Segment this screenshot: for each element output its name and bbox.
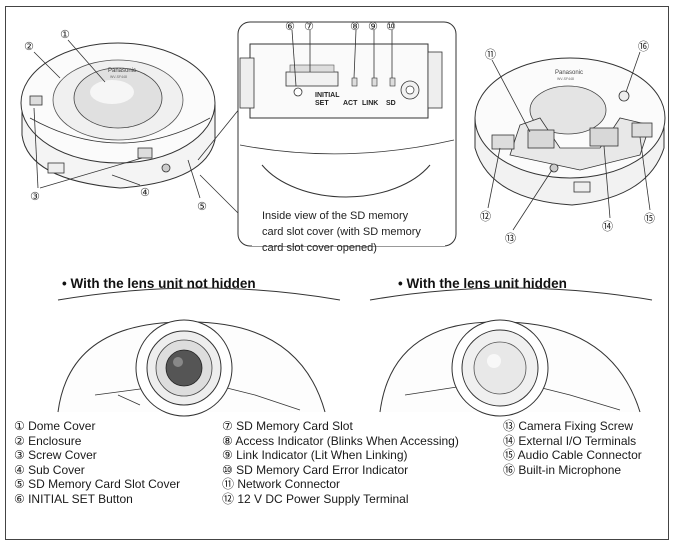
legend-column-2: ⑦ SD Memory Card Slot ⑧ Access Indicator… (222, 419, 459, 507)
legend-column-1: ① Dome Cover ② Enclosure ③ Screw Cover ④… (14, 419, 180, 507)
rear-brand-label: Panasonic (555, 70, 583, 76)
callout-8: ⑧ (350, 21, 360, 33)
callout-14: ⑭ (602, 220, 613, 233)
sd-leaders (291, 29, 393, 87)
sd-view-caption: Inside view of the SD memory card slot c… (262, 208, 421, 256)
legend-item: ③ Screw Cover (14, 448, 97, 463)
legend-item: ① Dome Cover (14, 419, 96, 433)
legend-item: ⑥ INITIAL SET Button (14, 491, 133, 506)
front-brand-label: Panasonic (108, 68, 136, 74)
heading-lens-not-hidden: • With the lens unit not hidden (62, 276, 256, 291)
callout-15: ⑮ (644, 212, 655, 225)
rear-leaders (487, 51, 651, 231)
legend-item: ⑧ Access Indicator (Blinks When Accessin… (222, 433, 459, 448)
screw-cover-right (137, 147, 153, 159)
camera-front-view: Panasonic WV-SF448 (20, 42, 241, 216)
sd-card-slot (285, 71, 339, 87)
callout-16: ⑯ (638, 40, 649, 53)
callout-7: ⑦ (304, 21, 314, 33)
rear-model-label: WV-SF448 (557, 77, 574, 81)
legend-item: ⑦ SD Memory Card Slot (222, 419, 353, 433)
caption-line-2: card slot cover (with SD memory (262, 226, 421, 238)
callout-3: ③ (30, 191, 40, 203)
legend-item: ⑮ Audio Cable Connector (503, 448, 642, 463)
legend-item: ⑬ Camera Fixing Screw (503, 419, 634, 433)
callout-6: ⑥ (285, 21, 295, 33)
heading-lens-hidden: • With the lens unit hidden (398, 276, 567, 291)
screw-cover-left (29, 95, 43, 106)
legend-item: ⑩ SD Memory Card Error Indicator (222, 462, 409, 477)
legend-item: ⑯ Built-in Microphone (503, 462, 622, 477)
legend-item: ② Enclosure (14, 433, 82, 448)
callout-13: ⑬ (505, 232, 516, 245)
callout-10: ⑩ (386, 21, 396, 33)
io-terminals (589, 127, 619, 147)
legend-item: ⑫ 12 V DC Power Supply Terminal (222, 491, 409, 506)
callout-1: ① (60, 29, 70, 41)
camera-rear-view: Panasonic WV-SF448 (474, 57, 666, 206)
lens-hidden-illustration (369, 287, 653, 417)
legend-item: ⑤ SD Memory Card Slot Cover (14, 477, 181, 492)
callout-2: ② (24, 41, 34, 53)
microphone (618, 90, 630, 102)
label-initial: INITIAL (315, 92, 340, 99)
audio-connector (631, 122, 653, 138)
caption-line-3: card slot cover opened) (262, 242, 377, 254)
legend-column-3: ⑬ Camera Fixing Screw ⑭ External I/O Ter… (503, 419, 642, 477)
initial-set-button (293, 87, 303, 97)
legend-item: ⑪ Network Connector (222, 477, 341, 492)
label-link: LINK (362, 100, 378, 107)
callout-11: ⑪ (485, 48, 496, 61)
caption-line-1: Inside view of the SD memory (262, 210, 409, 222)
lens-not-hidden-illustration (57, 287, 341, 417)
callout-12: ⑫ (480, 210, 491, 223)
callout-9: ⑨ (368, 21, 378, 33)
power-terminal (491, 134, 515, 150)
label-set: SET (315, 100, 329, 107)
figure-frame (5, 6, 669, 540)
legend-item: ⑨ Link Indicator (Lit When Linking) (222, 448, 408, 463)
label-sd: SD (386, 100, 396, 107)
legend-item: ④ Sub Cover (14, 462, 85, 477)
callout-5: ⑤ (197, 201, 207, 213)
front-leaders (33, 39, 201, 199)
front-model-label: WV-SF448 (110, 75, 127, 79)
sd-slot-inside-view: INITIAL SET ACT LINK SD (237, 21, 457, 247)
network-connector (527, 129, 555, 149)
label-act: ACT (343, 100, 358, 107)
callout-4: ④ (140, 187, 150, 199)
legend-item: ⑭ External I/O Terminals (503, 433, 637, 448)
